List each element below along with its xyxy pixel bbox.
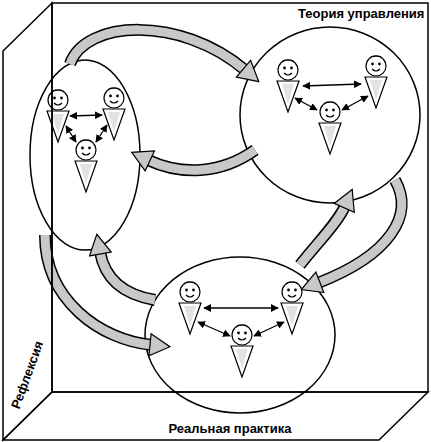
relation-arrow xyxy=(295,98,317,110)
cycle-arrow-outline xyxy=(100,252,155,300)
plane: Рефлексия xyxy=(3,3,52,440)
group-ellipse xyxy=(145,257,335,413)
plane-label: Рефлексия xyxy=(7,339,46,411)
group-ellipse xyxy=(240,27,420,203)
relation-arrow xyxy=(303,84,361,86)
cycle-arrow-outline xyxy=(300,206,345,265)
plane-outline xyxy=(3,392,428,440)
cycle-arrow xyxy=(70,30,245,70)
person-figure xyxy=(103,88,125,140)
plane: Реальная практика xyxy=(3,392,428,440)
person-figure xyxy=(365,56,387,108)
cycle-arrow-outline xyxy=(70,30,245,70)
plane-label: Теория управления xyxy=(298,6,424,22)
relation-arrow xyxy=(204,307,278,308)
plane-outline xyxy=(3,3,52,440)
relation-arrow xyxy=(342,96,368,110)
cycle-arrow xyxy=(148,150,255,170)
person-figure xyxy=(179,282,201,334)
cycle-arrow xyxy=(45,235,152,345)
relation-arrow xyxy=(66,126,76,142)
person-figure xyxy=(319,102,341,154)
relation-arrow xyxy=(96,125,107,142)
person-figure xyxy=(75,140,97,192)
plane-outline xyxy=(52,3,428,392)
person-figure xyxy=(231,325,253,377)
cycle-arrow xyxy=(300,206,345,265)
relation-arrow xyxy=(198,322,230,336)
cycle-arrow-outline xyxy=(148,150,255,170)
relation-arrow xyxy=(254,322,284,336)
plane-outline xyxy=(52,3,428,392)
plane: Теория управления xyxy=(52,3,428,392)
plane-label: Реальная практика xyxy=(169,421,292,437)
group-ellipse xyxy=(30,60,140,250)
relation-arrow xyxy=(70,115,102,116)
cycle-arrow-outline xyxy=(45,235,152,345)
cycle-arrow xyxy=(100,252,155,300)
person-figure xyxy=(281,282,303,334)
person-figure xyxy=(277,60,299,112)
cycle-arrows xyxy=(45,30,402,345)
person-figure xyxy=(47,90,69,142)
